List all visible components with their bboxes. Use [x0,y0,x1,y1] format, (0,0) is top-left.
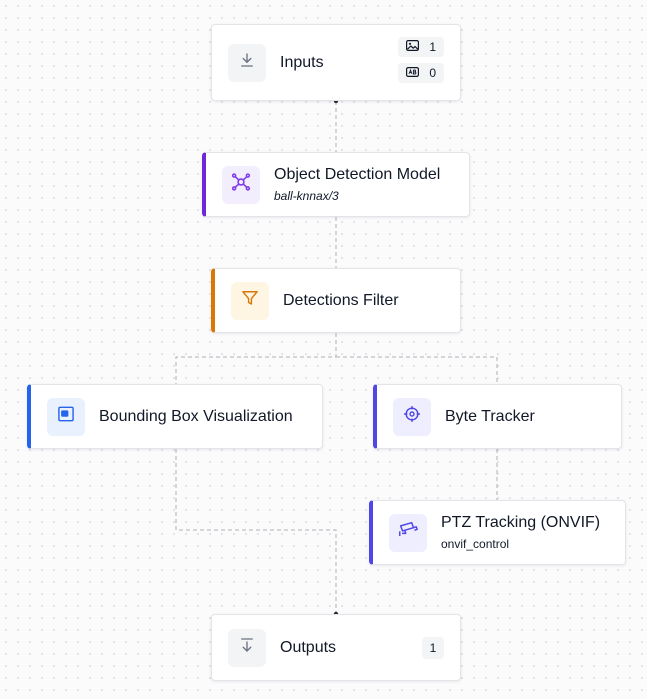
filter-icon [240,288,260,313]
image-input-badge: 1 [398,37,444,57]
image-icon [406,40,420,54]
object-detection-title: Object Detection Model [274,166,441,183]
detections-filter-node[interactable]: Detections Filter [211,268,461,333]
text-parameter-icon [406,66,420,80]
download-icon [238,51,256,74]
byte-tracker-icon-box [393,397,431,436]
ptz-tracking-title: PTZ Tracking (ONVIF) [441,514,601,531]
bounding-box-title: Bounding Box Visualization [99,407,293,425]
inputs-title: Inputs [280,53,324,71]
inputs-node[interactable]: Inputs 1 0 [211,24,461,101]
bounding-box-visualization-node[interactable]: Bounding Box Visualization [27,384,323,449]
ptz-tracking-icon-box [389,513,427,552]
output-arrow-icon [238,636,256,659]
model-id-label: ball-knnax/3 [274,189,339,203]
image-input-count: 1 [429,40,436,54]
inputs-badges: 1 0 [398,37,444,83]
object-detection-icon-box [222,165,260,204]
object-detection-node[interactable]: Object Detection Model ball-knnax/3 [202,152,470,217]
edge-filter-to-bbox [175,333,337,384]
outputs-node[interactable]: Outputs 1 [211,614,461,681]
ptz-tracking-node[interactable]: PTZ Tracking (ONVIF) onvif_control [369,500,626,565]
detections-filter-icon-box [231,281,269,320]
ptz-tracking-subtitle: onvif_control [441,537,510,551]
outputs-count-badge: 1 [422,637,444,659]
parameter-input-badge: 0 [398,63,444,83]
inputs-icon-box [228,43,266,82]
edge-filter-to-tracker [336,356,498,384]
outputs-title: Outputs [280,638,337,656]
crosshair-icon [402,404,422,429]
edge-bbox-to-outputs [175,449,337,614]
outputs-icon-box [228,628,266,667]
cctv-camera-icon [397,519,419,546]
bounding-box-icon [56,404,76,429]
graph-nodes-icon [230,171,252,198]
byte-tracker-title: Byte Tracker [445,407,535,425]
detections-filter-title: Detections Filter [283,291,399,309]
byte-tracker-node[interactable]: Byte Tracker [373,384,622,449]
parameter-input-count: 0 [429,66,436,80]
bounding-box-icon-box [47,397,85,436]
